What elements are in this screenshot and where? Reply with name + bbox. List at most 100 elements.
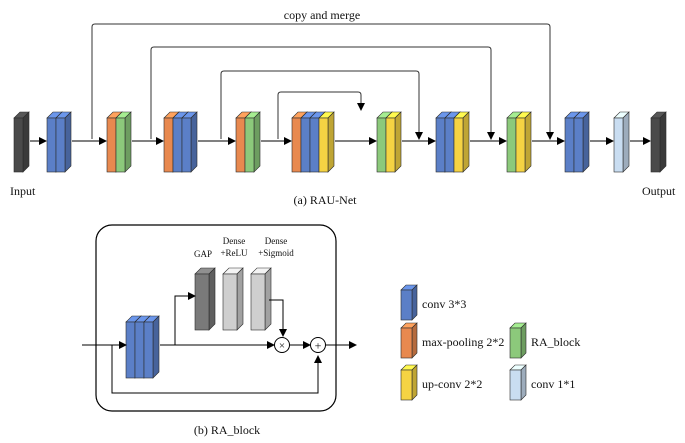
- bottleneck-stage-layer-3-conv-front-face: [309, 117, 320, 173]
- encoder-stage-3-layer-2-rablock: [244, 111, 261, 173]
- encoder-conv-1: [46, 111, 72, 173]
- legend-rablock-label: RA_block: [531, 335, 580, 349]
- encoder-stage-1-layer-1-maxpool-front-face: [106, 117, 117, 173]
- encoder-stage-1-layer-2-rablock-side-face: [124, 111, 132, 173]
- encoder-conv-1-layer-2-conv-front-face: [55, 117, 66, 173]
- decoder-stage-3-layer-1-rablock-front-face: [506, 117, 517, 173]
- decoder-stage-2-layer-3-upconv-front-face: [453, 117, 464, 173]
- encoder-stage-2-layer-3-conv-front-face: [181, 117, 192, 173]
- legend-rablock-swatch-side-face: [520, 322, 527, 359]
- decoder-conv-final-layer-2-conv-side-face: [582, 111, 590, 173]
- ra-conv-layer-1-front-face: [125, 321, 136, 379]
- ra-block-connections: [82, 292, 357, 394]
- legend-conv-swatch-side-face: [411, 284, 418, 321]
- dense-sigmoid-layer-front-face: [250, 273, 266, 331]
- dense-sigmoid-layer: [250, 267, 272, 331]
- legend-rablock-swatch: [509, 322, 527, 359]
- input-label: Input: [10, 184, 36, 198]
- network-blocks: [13, 111, 667, 173]
- bottleneck-stage-layer-4-upconv-front-face: [318, 117, 329, 173]
- legend-maxpool-swatch-front-face: [400, 327, 413, 359]
- output-label: Output: [642, 184, 676, 198]
- add-circle: [310, 337, 326, 353]
- legend-maxpool-swatch: [400, 322, 418, 359]
- gap-layer: [194, 267, 216, 331]
- ra-conv-layer-3: [143, 315, 160, 379]
- rau-net-caption: (a) RAU-Net: [294, 193, 358, 207]
- encoder-stage-2-layer-2-conv-front-face: [172, 117, 183, 173]
- encoder-stage-2: [163, 111, 198, 173]
- multiply-circle: [274, 337, 290, 353]
- conv1x1-block-layer-1-conv1-side-face: [622, 111, 630, 173]
- legend-upconv-swatch-front-face: [400, 369, 413, 401]
- encoder-stage-1-layer-2-rablock: [115, 111, 132, 173]
- dense-sigmoid-label-line2: +Sigmoid: [258, 248, 294, 258]
- encoder-stage-3: [235, 111, 261, 173]
- decoder-conv-final: [564, 111, 590, 173]
- encoder-stage-2-layer-3-conv: [181, 111, 198, 173]
- ra-conv-layer-3-front-face: [143, 321, 154, 379]
- bottleneck-stage-layer-2-conv-front-face: [300, 117, 311, 173]
- output-block-layer-1-io-front-face: [650, 117, 661, 173]
- bottleneck-stage-layer-4-upconv: [318, 111, 335, 173]
- encoder-stage-2-layer-1-maxpool-front-face: [163, 117, 174, 173]
- input-block-layer-1-io: [13, 111, 30, 173]
- decoder-stage-1-layer-2-upconv-front-face: [385, 117, 396, 173]
- legend-conv1-label: conv 1*1: [531, 377, 575, 391]
- decoder-conv-final-layer-2-conv-front-face: [573, 117, 584, 173]
- decoder-stage-1-layer-2-upconv-side-face: [394, 111, 402, 173]
- decoder-stage-3-layer-2-upconv-front-face: [515, 117, 526, 173]
- legend-conv-label: conv 3*3: [422, 297, 466, 311]
- dense-relu-label-line2: +ReLU: [220, 248, 248, 258]
- dense-relu-layer: [222, 267, 244, 331]
- ra-conv-layer-3-side-face: [152, 315, 160, 379]
- ra-conv-layer-2-front-face: [134, 321, 145, 379]
- input-block-layer-1-io-side-face: [22, 111, 30, 173]
- dense-relu-label-line1: Dense: [223, 236, 246, 246]
- legend-maxpool-label: max-pooling 2*2: [422, 335, 504, 349]
- legend-upconv-swatch-side-face: [411, 364, 418, 401]
- encoder-conv-1-layer-2-conv: [55, 111, 72, 173]
- ra-block-layers: [125, 267, 272, 379]
- skip-connection-inner: [277, 91, 365, 139]
- decoder-stage-3: [506, 111, 532, 173]
- ra-block-caption: (b) RA_block: [194, 423, 260, 437]
- decoder-stage-2-layer-3-upconv: [453, 111, 470, 173]
- multiply-node: ×: [274, 337, 290, 353]
- skip-connections: [91, 23, 554, 140]
- output-block-layer-1-io: [650, 111, 667, 173]
- dense-relu-layer-side-face: [236, 267, 244, 331]
- legend-upconv-swatch: [400, 364, 418, 401]
- decoder-conv-final-layer-1-conv-front-face: [564, 117, 575, 173]
- ra-sigmoid-to-multiply: [269, 299, 287, 337]
- bottleneck-stage-layer-1-maxpool-front-face: [291, 117, 302, 173]
- legend-upconv-label: up-conv 2*2: [422, 377, 482, 391]
- legend-rablock-swatch-front-face: [509, 327, 522, 359]
- legend-conv1-swatch-side-face: [520, 364, 527, 401]
- dense-sigmoid-layer-side-face: [264, 267, 272, 331]
- copy-merge-label: copy and merge: [284, 8, 360, 22]
- ra-residual-connection: [111, 345, 322, 394]
- add-symbol: +: [315, 339, 322, 353]
- decoder-stage-3-layer-2-upconv: [515, 111, 532, 173]
- decoder-stage-1-layer-2-upconv: [385, 111, 402, 173]
- legend-conv1-swatch: [509, 364, 527, 401]
- legend: conv 3*3 max-pooling 2*2 RA_block up-conv 2…: [400, 284, 580, 401]
- decoder-stage-1-layer-1-rablock-front-face: [376, 117, 387, 173]
- skip-connection-level2: [150, 46, 495, 140]
- skip-connection-outer: [91, 23, 554, 140]
- decoder-stage-1: [376, 111, 402, 173]
- multiply-symbol: ×: [279, 340, 285, 352]
- dense-sigmoid-label-line1: Dense: [265, 236, 288, 246]
- bottleneck-stage: [291, 111, 335, 173]
- dense-relu-layer-front-face: [222, 273, 238, 331]
- ra-block-frame: [95, 224, 337, 412]
- decoder-stage-3-layer-2-upconv-side-face: [524, 111, 532, 173]
- encoder-stage-3-layer-2-rablock-side-face: [253, 111, 261, 173]
- output-block-layer-1-io-side-face: [659, 111, 667, 173]
- conv1x1-block-layer-1-conv1-front-face: [613, 117, 624, 173]
- input-block-layer-1-io-front-face: [13, 117, 24, 173]
- ra-branch-to-gap: [160, 292, 196, 346]
- encoder-conv-1-layer-2-conv-side-face: [64, 111, 72, 173]
